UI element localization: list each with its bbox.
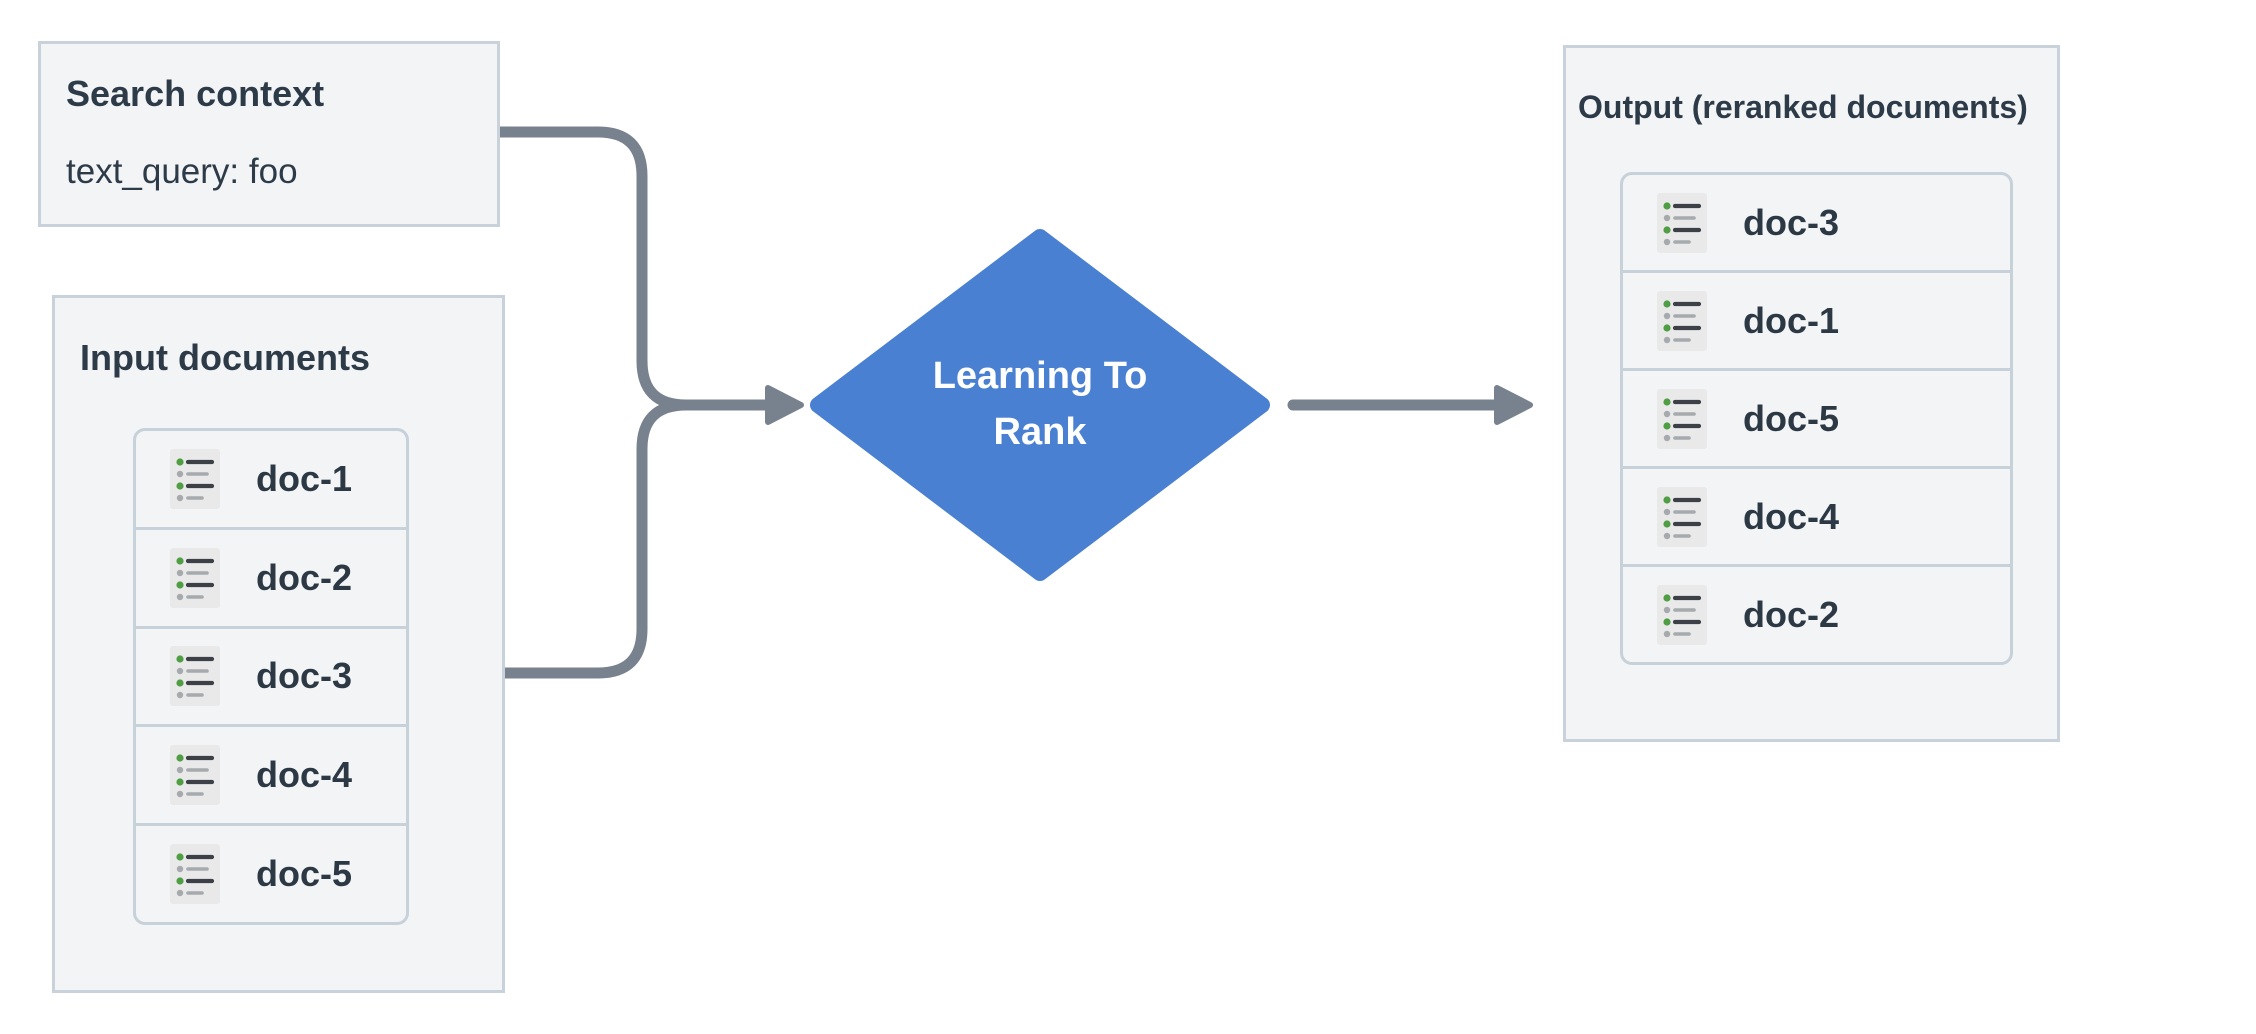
doc-row: doc-5 xyxy=(136,823,406,922)
output-doc-list: doc-3 doc-1 xyxy=(1620,172,2013,665)
bulleted-list-icon xyxy=(1657,290,1707,351)
doc-label: doc-5 xyxy=(256,853,353,895)
bulleted-list-icon xyxy=(170,745,220,806)
bulleted-list-icon xyxy=(1657,192,1707,253)
doc-row: doc-2 xyxy=(1623,564,2010,662)
output-documents-title: Output (reranked documents) xyxy=(1578,89,2028,125)
search-query-text: text_query: foo xyxy=(66,152,298,191)
doc-row: doc-3 xyxy=(1623,175,2010,270)
doc-label: doc-5 xyxy=(1743,397,1840,439)
merge-arrowhead-icon xyxy=(765,385,804,425)
input-docs-connector-line xyxy=(499,399,692,679)
doc-label: doc-4 xyxy=(1743,495,1840,537)
learning-to-rank-label: Learning To Rank xyxy=(890,348,1190,460)
bulleted-list-icon xyxy=(170,547,220,608)
output-documents-box: Output (reranked documents) xyxy=(1563,45,2060,742)
bulleted-list-icon xyxy=(1657,388,1707,449)
doc-label: doc-4 xyxy=(256,754,353,796)
bulleted-list-icon xyxy=(170,646,220,707)
search-context-connector-line xyxy=(494,126,692,411)
doc-row: doc-1 xyxy=(1623,270,2010,368)
doc-label: doc-2 xyxy=(1743,593,1840,635)
doc-row: doc-4 xyxy=(136,724,406,823)
input-documents-title: Input documents xyxy=(80,337,370,378)
bulleted-list-icon xyxy=(1657,584,1707,645)
output-arrowhead-icon xyxy=(1494,385,1533,425)
bulleted-list-icon xyxy=(170,448,220,509)
doc-label: doc-1 xyxy=(1743,299,1840,341)
doc-row: doc-1 xyxy=(136,431,406,527)
doc-row: doc-5 xyxy=(1623,368,2010,466)
doc-row: doc-3 xyxy=(136,625,406,725)
doc-label: doc-3 xyxy=(1743,201,1840,243)
doc-row: doc-4 xyxy=(1623,466,2010,564)
doc-label: doc-2 xyxy=(256,556,353,598)
learning-to-rank-label-line2: Rank xyxy=(993,411,1087,453)
doc-label: doc-1 xyxy=(256,457,353,499)
search-context-box: Search context text_query: foo xyxy=(38,41,500,227)
doc-row: doc-2 xyxy=(136,526,406,626)
bulleted-list-icon xyxy=(1657,486,1707,547)
learning-to-rank-label-line1: Learning To xyxy=(932,355,1148,397)
input-documents-box: Input documents doc-1 xyxy=(52,295,505,993)
bulleted-list-icon xyxy=(170,844,220,905)
doc-label: doc-3 xyxy=(256,655,353,697)
input-doc-list: doc-1 doc-2 xyxy=(133,428,409,925)
search-context-title: Search context xyxy=(66,73,325,114)
